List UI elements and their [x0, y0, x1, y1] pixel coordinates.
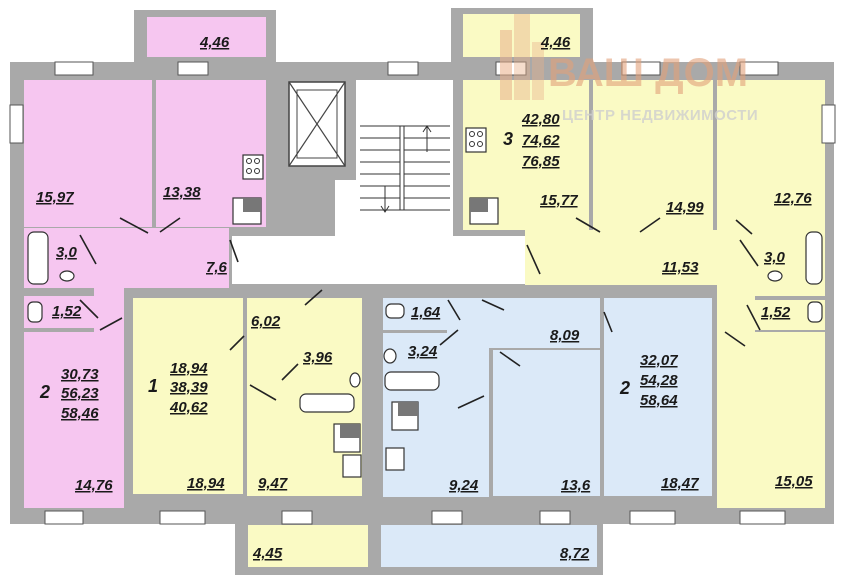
flat-blue — [381, 298, 712, 567]
pink-room-left — [24, 80, 152, 227]
pink-balcony-area: 4,46 — [199, 34, 230, 51]
blue-living: 32,07 — [640, 352, 678, 369]
y3-total-balcony: 76,85 — [522, 153, 560, 170]
pink-wc-area: 1,52 — [52, 303, 82, 320]
yellow1-balcony — [248, 525, 368, 567]
blue-balcony-area: 8,72 — [560, 545, 590, 562]
y1-room-area: 18,94 — [187, 475, 225, 492]
blue-bath-area: 3,24 — [408, 343, 438, 360]
pink-bath-area: 3,0 — [56, 244, 78, 261]
y1-total: 38,39 — [170, 379, 208, 396]
y1-flat-number: 1 — [148, 376, 158, 396]
pink-room-bottom-area: 14,76 — [75, 477, 113, 494]
y3-balcony-area: 4,46 — [540, 34, 571, 51]
brand-name: ВАШ ДОМ — [548, 51, 748, 95]
yellow3-room-right — [717, 80, 825, 230]
blue-balcony — [381, 525, 597, 567]
blue-room-mid — [493, 350, 600, 496]
y1-kitchen-area: 9,47 — [258, 475, 288, 492]
blue-wc-area: 1,64 — [411, 304, 441, 321]
blue-total: 54,28 — [640, 372, 678, 389]
yellow3-balcony — [463, 14, 580, 57]
blue-hall — [447, 298, 600, 348]
fixtures — [27, 127, 823, 478]
landing-stub — [335, 180, 356, 236]
blue-hall-area: 8,09 — [550, 327, 580, 344]
y3-flat-number: 3 — [503, 129, 513, 149]
flat-yellow-3 — [463, 14, 825, 508]
windows — [9, 61, 836, 525]
y3-total: 74,62 — [522, 132, 560, 149]
pink-balcony — [147, 17, 266, 57]
doors — [79, 217, 761, 409]
y3-kitchen-area: 15,77 — [540, 192, 578, 209]
y3-hall-area: 11,53 — [662, 259, 699, 276]
y3-room-bottom-area: 15,05 — [775, 473, 813, 490]
y1-living: 18,94 — [170, 360, 208, 377]
pink-hall — [94, 228, 229, 288]
blue-kitchen-area: 9,24 — [449, 477, 479, 494]
y3-wc-area: 1,52 — [761, 304, 791, 321]
yellow3-room-bottom — [717, 332, 825, 508]
blue-flat-number: 2 — [619, 378, 630, 398]
y1-balcony-area: 4,45 — [252, 545, 283, 562]
pink-total: 56,23 — [61, 385, 99, 402]
blue-room-right — [604, 298, 712, 496]
yellow1-hall — [247, 298, 362, 346]
pink-room-bottom — [24, 332, 124, 508]
y3-living: 42,80 — [521, 111, 560, 128]
yellow3-hall — [525, 230, 755, 285]
pink-total-balcony: 58,46 — [61, 405, 99, 422]
flat-pink — [24, 17, 266, 508]
yellow3-room-mid — [593, 80, 713, 230]
yellow1-room — [133, 298, 243, 494]
yellow3-hall-lower — [717, 285, 755, 335]
blue-room-right-area: 18,47 — [661, 475, 699, 492]
y1-total-balcony: 40,62 — [169, 399, 208, 416]
blue-total-balcony: 58,64 — [640, 392, 678, 409]
pink-room-left-area: 15,97 — [36, 189, 74, 206]
pink-kitchen-area: 13,38 — [163, 184, 201, 201]
landing — [232, 236, 525, 284]
brand-tagline: ЦЕНТР НЕДВИЖИМОСТИ — [562, 107, 758, 124]
pink-hall-area: 7,6 — [206, 259, 228, 276]
common-areas — [232, 80, 525, 284]
y1-hall-area: 6,02 — [251, 313, 281, 330]
y3-room-right-area: 12,76 — [774, 190, 812, 207]
flat-yellow-1 — [133, 298, 368, 567]
blue-room-mid-area: 13,6 — [561, 477, 591, 494]
y1-bath-area: 3,96 — [303, 349, 333, 366]
pink-living: 30,73 — [61, 366, 99, 383]
pink-flat-number: 2 — [39, 382, 50, 402]
y3-bath-area: 3,0 — [764, 249, 786, 266]
blue-hall-left — [447, 348, 489, 397]
brand-logo: ВАШ ДОМ ЦЕНТР НЕДВИЖИМОСТИ — [500, 14, 758, 124]
stairs — [360, 125, 450, 213]
y3-room-mid-area: 14,99 — [666, 199, 704, 216]
